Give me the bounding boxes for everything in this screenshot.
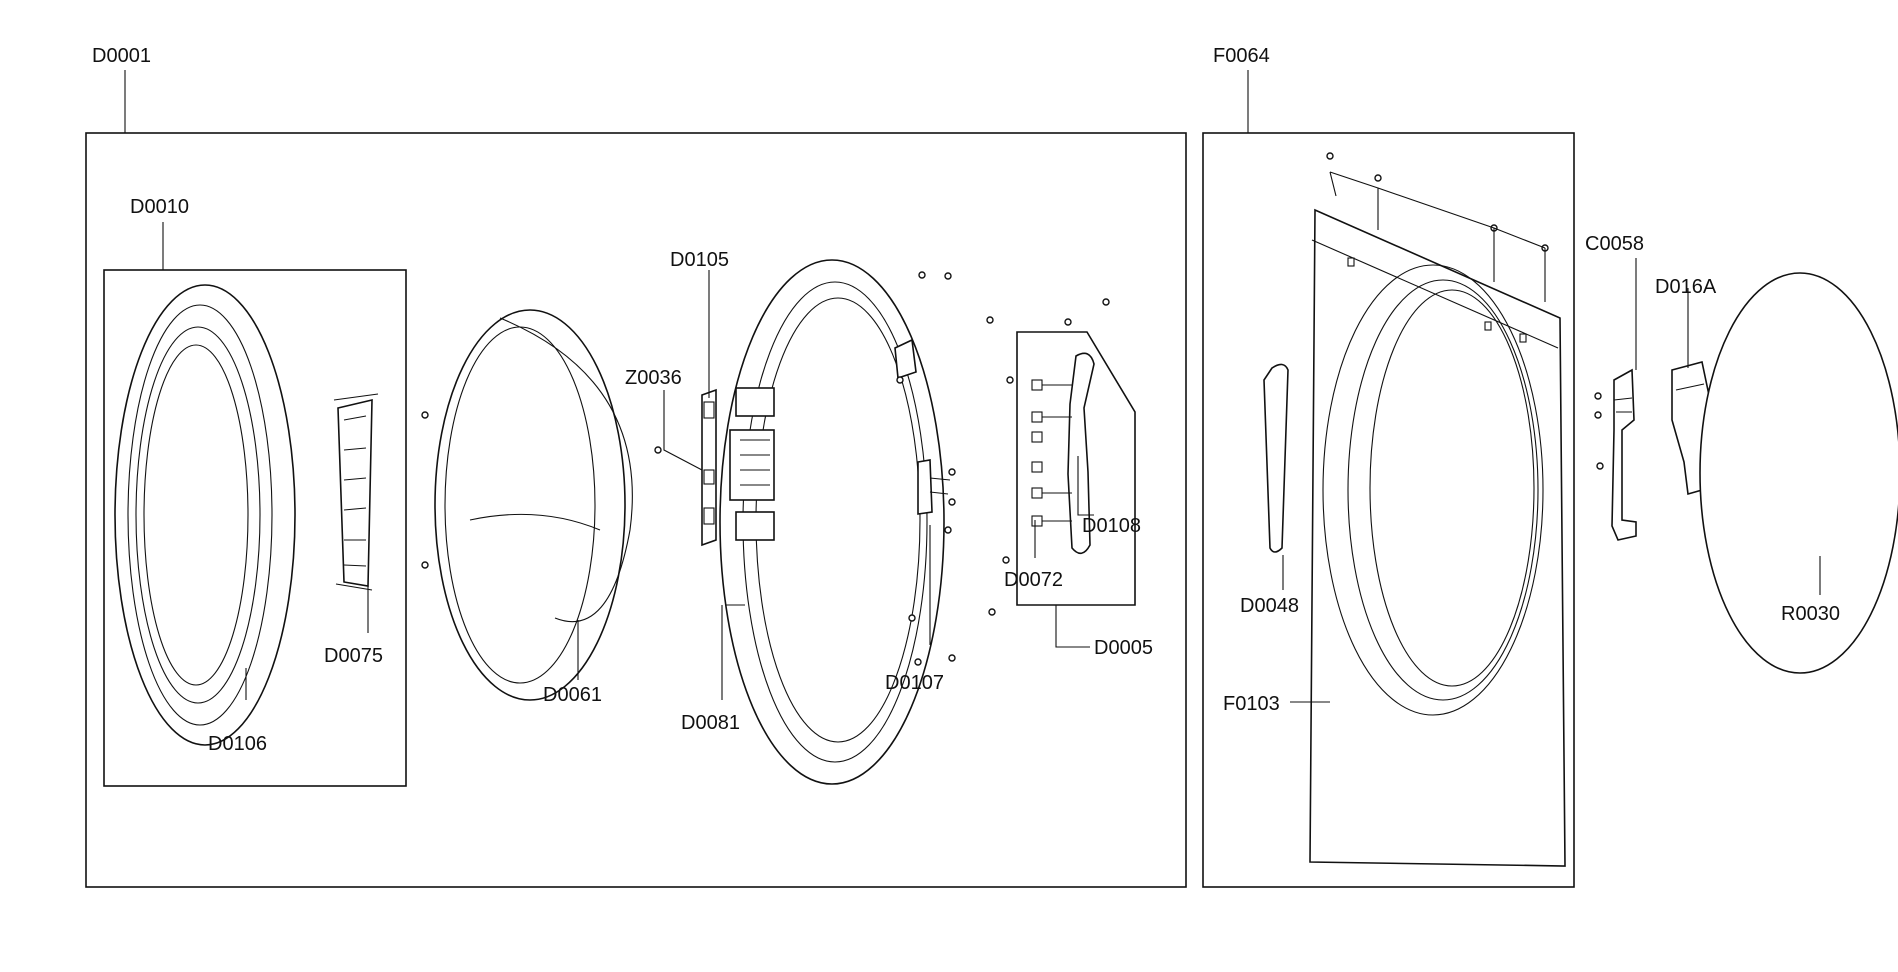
door-assembly-frame [85,132,1187,888]
label-Z0036: Z0036 [625,367,682,389]
label-D016A: D016A [1655,276,1717,298]
label-C0058: C0058 [1585,233,1644,255]
label-D0107: D0107 [885,672,944,694]
label-D0072: D0072 [1004,569,1063,591]
label-D0010: D0010 [130,196,189,218]
door-inner-subgroup-frame [103,269,407,787]
leader-lines [124,70,1821,703]
screw-leader-lines [1329,171,1546,302]
cover-disc-part [1699,272,1898,674]
label-D0081: D0081 [681,712,740,734]
label-F0103: F0103 [1223,693,1280,715]
hinge-subgroup-frame [1016,331,1136,606]
control-knob-part [1263,363,1289,553]
screws-right-group [1326,152,1604,470]
door-outer-ring-part [114,284,296,746]
label-D0106: D0106 [208,733,267,755]
label-R0030: R0030 [1781,603,1840,625]
label-D0075: D0075 [324,645,383,667]
door-latch-part [333,393,379,591]
label-D0048: D0048 [1240,595,1299,617]
label-D0105: D0105 [670,249,729,271]
label-D0005: D0005 [1094,637,1153,659]
label-D0061: D0061 [543,684,602,706]
door-inner-frame-part [719,259,945,785]
front-panel-frame [1202,132,1575,888]
door-hinge-part [1031,352,1095,555]
front-panel-part [1309,208,1566,867]
door-hinge-bracket-part [701,388,717,547]
label-F0064: F0064 [1213,45,1270,67]
door-stopper-part [917,459,951,515]
label-D0001: D0001 [92,45,151,67]
door-glass-bowl-part [434,309,633,701]
screws-left-group [421,271,1110,666]
door-lock-switch-part [1611,368,1637,541]
label-D0108: D0108 [1082,515,1141,537]
